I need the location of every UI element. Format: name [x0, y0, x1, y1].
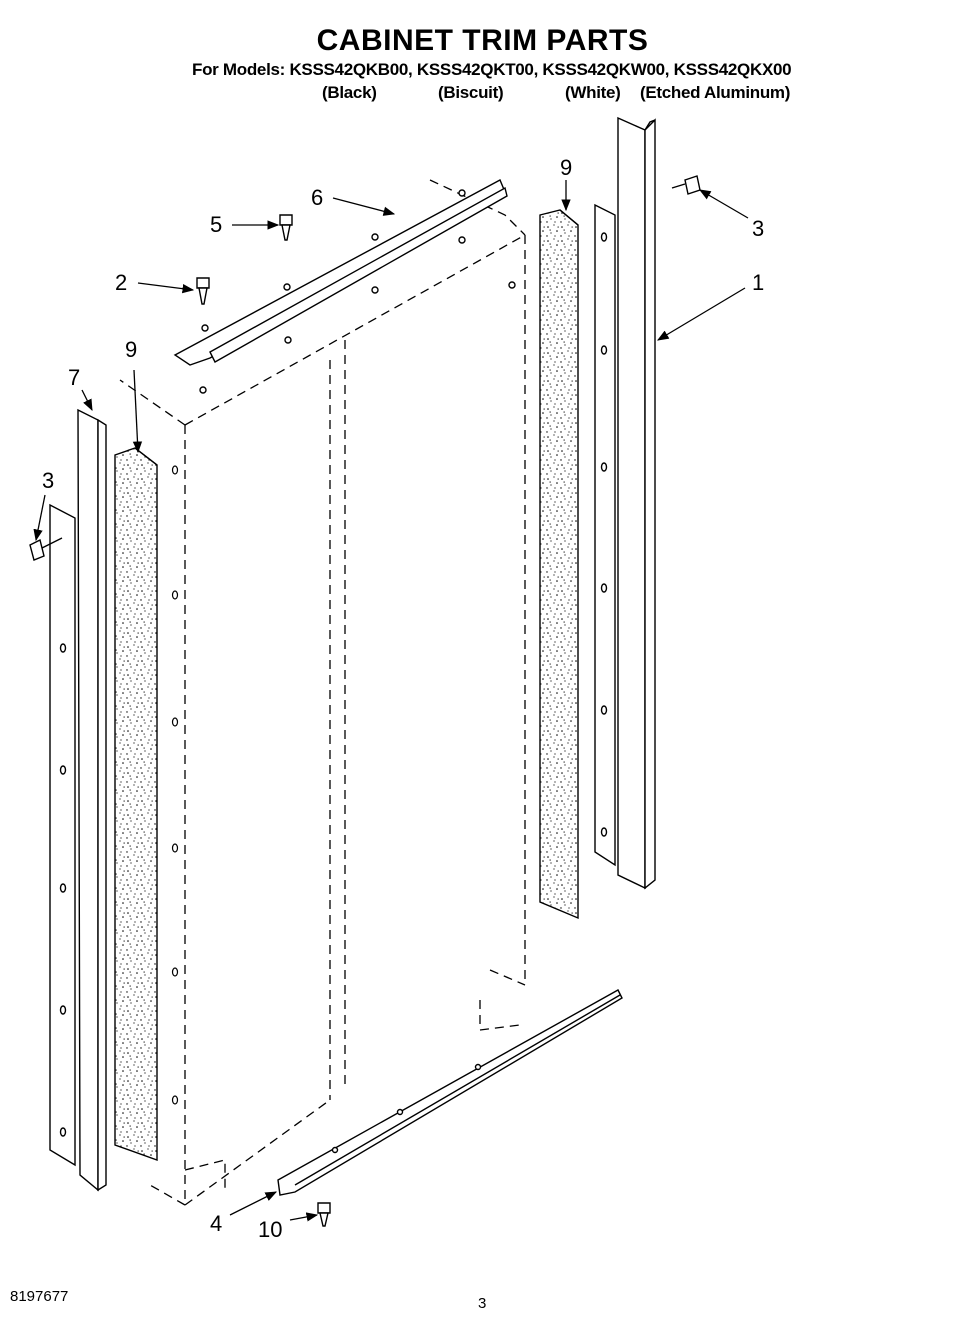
callout-10: 10: [258, 1217, 282, 1242]
screw-part-3-left: [29, 537, 63, 561]
screw-part-5: [279, 214, 293, 241]
bottom-trim-part-4: [277, 989, 623, 1196]
variant-black: (Black): [322, 83, 377, 102]
top-trim-part-6: [173, 179, 516, 394]
page-number: 3: [478, 1295, 487, 1312]
models-line: For Models: KSSS42QKB00, KSSS42QKT00, KS…: [192, 60, 792, 79]
left-trim-part-7: [77, 408, 107, 1192]
screw-part-2: [196, 277, 210, 305]
variant-biscuit: (Biscuit): [438, 83, 504, 102]
callout-3-left: 3: [42, 468, 54, 493]
screw-part-3-right: [671, 175, 701, 195]
callout-3-right: 3: [752, 216, 764, 241]
callout-1: 1: [752, 270, 764, 295]
left-gasket-part-9: [114, 447, 158, 1161]
document-number: 8197677: [10, 1288, 69, 1305]
variant-white: (White): [565, 83, 621, 102]
callout-2: 2: [115, 270, 127, 295]
right-filler-panel: [594, 203, 616, 867]
screw-part-10: [317, 1202, 331, 1227]
right-gasket-part-9: [539, 209, 579, 920]
callout-6: 6: [311, 185, 323, 210]
callout-5: 5: [210, 212, 222, 237]
left-filler-panel: [49, 503, 76, 1167]
callout-7: 7: [68, 365, 80, 390]
cabinet-side-holes-left: [171, 465, 179, 1105]
callout-9-right: 9: [560, 155, 572, 180]
cabinet-outline: [119, 179, 526, 1206]
leader-lines: [33, 180, 749, 1222]
page-title: CABINET TRIM PARTS: [316, 24, 649, 57]
callout-9-left: 9: [125, 337, 137, 362]
right-trim-part-1: [617, 116, 656, 890]
variant-etched-aluminum: (Etched Aluminum): [640, 83, 791, 102]
callout-4: 4: [210, 1211, 222, 1236]
